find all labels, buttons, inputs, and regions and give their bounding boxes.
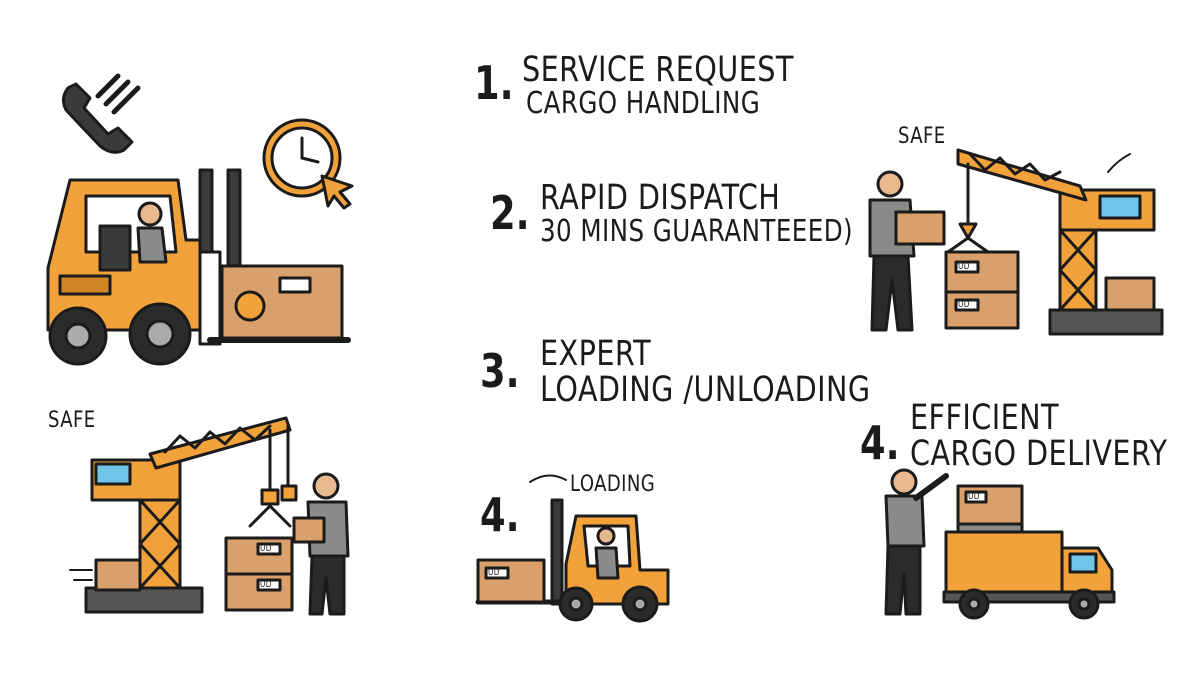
box-mark: UD bbox=[260, 580, 272, 590]
loading-label: LOADING bbox=[570, 472, 656, 497]
forklift-small-illustration bbox=[475, 474, 670, 623]
step-3-number: 3. bbox=[480, 344, 520, 398]
step-1-subtitle: CARGO HANDLING bbox=[526, 86, 761, 121]
safe-label-left: SAFE bbox=[48, 408, 96, 433]
step-3-title: EXPERT bbox=[540, 334, 652, 374]
step-4-subtitle: CARGO DELIVERY bbox=[910, 434, 1168, 474]
clock-icon bbox=[262, 118, 354, 210]
safe-label-top: SAFE bbox=[898, 124, 946, 149]
step-3-subtitle: LOADING /UNLOADING bbox=[540, 370, 871, 410]
box-mark: UD bbox=[958, 300, 970, 310]
box-mark: UD bbox=[958, 262, 970, 272]
box-mark: UD bbox=[488, 568, 500, 578]
box-mark: UD bbox=[968, 492, 980, 502]
step-2-number: 2. bbox=[490, 186, 530, 240]
crane-scene-top-illustration bbox=[868, 148, 1164, 336]
step-4-number: 4. bbox=[860, 416, 900, 470]
step-1-number: 1. bbox=[474, 56, 514, 110]
step-1-title: SERVICE REQUEST bbox=[522, 50, 794, 90]
crane-scene-bottom-illustration bbox=[69, 416, 350, 616]
forklift-step-number: 4. bbox=[480, 488, 520, 542]
forklift-large-illustration bbox=[46, 168, 351, 366]
step-4-title: EFFICIENT bbox=[910, 398, 1059, 438]
box-mark: UD bbox=[260, 544, 272, 554]
step-2-subtitle: 30 MINS GUARANTEEED) bbox=[540, 214, 854, 249]
delivery-truck-scene-illustration bbox=[884, 468, 1116, 620]
step-2-title: RAPID DISPATCH bbox=[540, 178, 781, 218]
phone-icon bbox=[61, 73, 141, 154]
